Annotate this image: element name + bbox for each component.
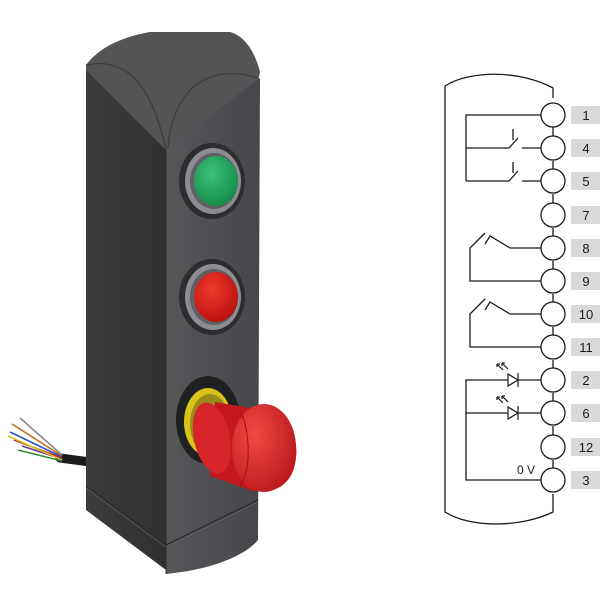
zero-volt-label: 0 V [517, 463, 535, 477]
terminal-node [540, 235, 566, 261]
terminal-node [540, 202, 566, 228]
green-pushbutton[interactable] [179, 143, 245, 219]
terminal-label-box [571, 371, 600, 389]
led-circuit [465, 379, 541, 481]
terminal-label-box [571, 172, 600, 190]
terminal-label: 11 [579, 340, 593, 355]
terminal-node [540, 367, 566, 393]
contact-group-8-9 [469, 232, 541, 282]
terminal-2: 2 [540, 367, 600, 393]
terminal-8: 8 [540, 235, 600, 261]
terminal-label-box [571, 338, 600, 356]
terminal-label-box [571, 139, 600, 157]
terminal-label: 9 [582, 274, 589, 289]
green-button-cap [194, 156, 238, 206]
terminal-label-box [571, 438, 600, 456]
emergency-stop-button[interactable] [176, 376, 297, 492]
terminal-12: 12 [540, 434, 600, 460]
housing-side-face [86, 70, 166, 570]
led-icon-2 [496, 362, 520, 388]
terminal-label: 1 [582, 108, 589, 123]
terminal-10: 10 [540, 301, 600, 327]
terminal-node [540, 268, 566, 294]
terminal-label: 7 [582, 208, 589, 223]
terminal-3: 3 [540, 467, 600, 493]
terminal-7: 7 [540, 202, 600, 228]
terminal-label-box [571, 471, 600, 489]
wiring-diagram [444, 73, 554, 525]
terminal-label-box [571, 272, 600, 290]
terminal-node [540, 334, 566, 360]
contact-group-1-4-5 [465, 114, 541, 182]
terminal-node [540, 301, 566, 327]
terminal-node [540, 102, 566, 128]
terminal-label-box [571, 206, 600, 224]
terminal-label-box [571, 106, 600, 124]
terminal-1: 1 [540, 102, 600, 128]
terminal-4: 4 [540, 135, 600, 161]
terminal-label-box [571, 305, 600, 323]
terminal-5: 5 [540, 168, 600, 194]
terminal-label: 10 [579, 307, 593, 322]
terminal-label: 4 [582, 141, 589, 156]
terminal-label: 8 [582, 241, 589, 256]
terminal-label: 3 [582, 473, 589, 488]
terminal-node [540, 135, 566, 161]
led-icon-6 [496, 395, 520, 421]
terminal-11: 11 [540, 334, 600, 360]
contact-group-10-11 [469, 298, 541, 348]
red-button-cap [194, 272, 238, 322]
terminal-node [540, 168, 566, 194]
terminal-node [540, 434, 566, 460]
terminal-label: 5 [582, 174, 589, 189]
terminal-6: 6 [540, 400, 600, 426]
terminal-label-box [571, 239, 600, 257]
terminal-label-box [571, 404, 600, 422]
terminal-label: 2 [582, 373, 589, 388]
diagram-outline [444, 73, 554, 525]
terminal-label: 6 [582, 406, 589, 421]
terminal-node [540, 400, 566, 426]
terminal-9: 9 [540, 268, 600, 294]
terminal-label: 12 [579, 440, 593, 455]
red-pushbutton[interactable] [179, 259, 245, 335]
terminal-node [540, 467, 566, 493]
estop-mushroom-head [232, 404, 296, 492]
